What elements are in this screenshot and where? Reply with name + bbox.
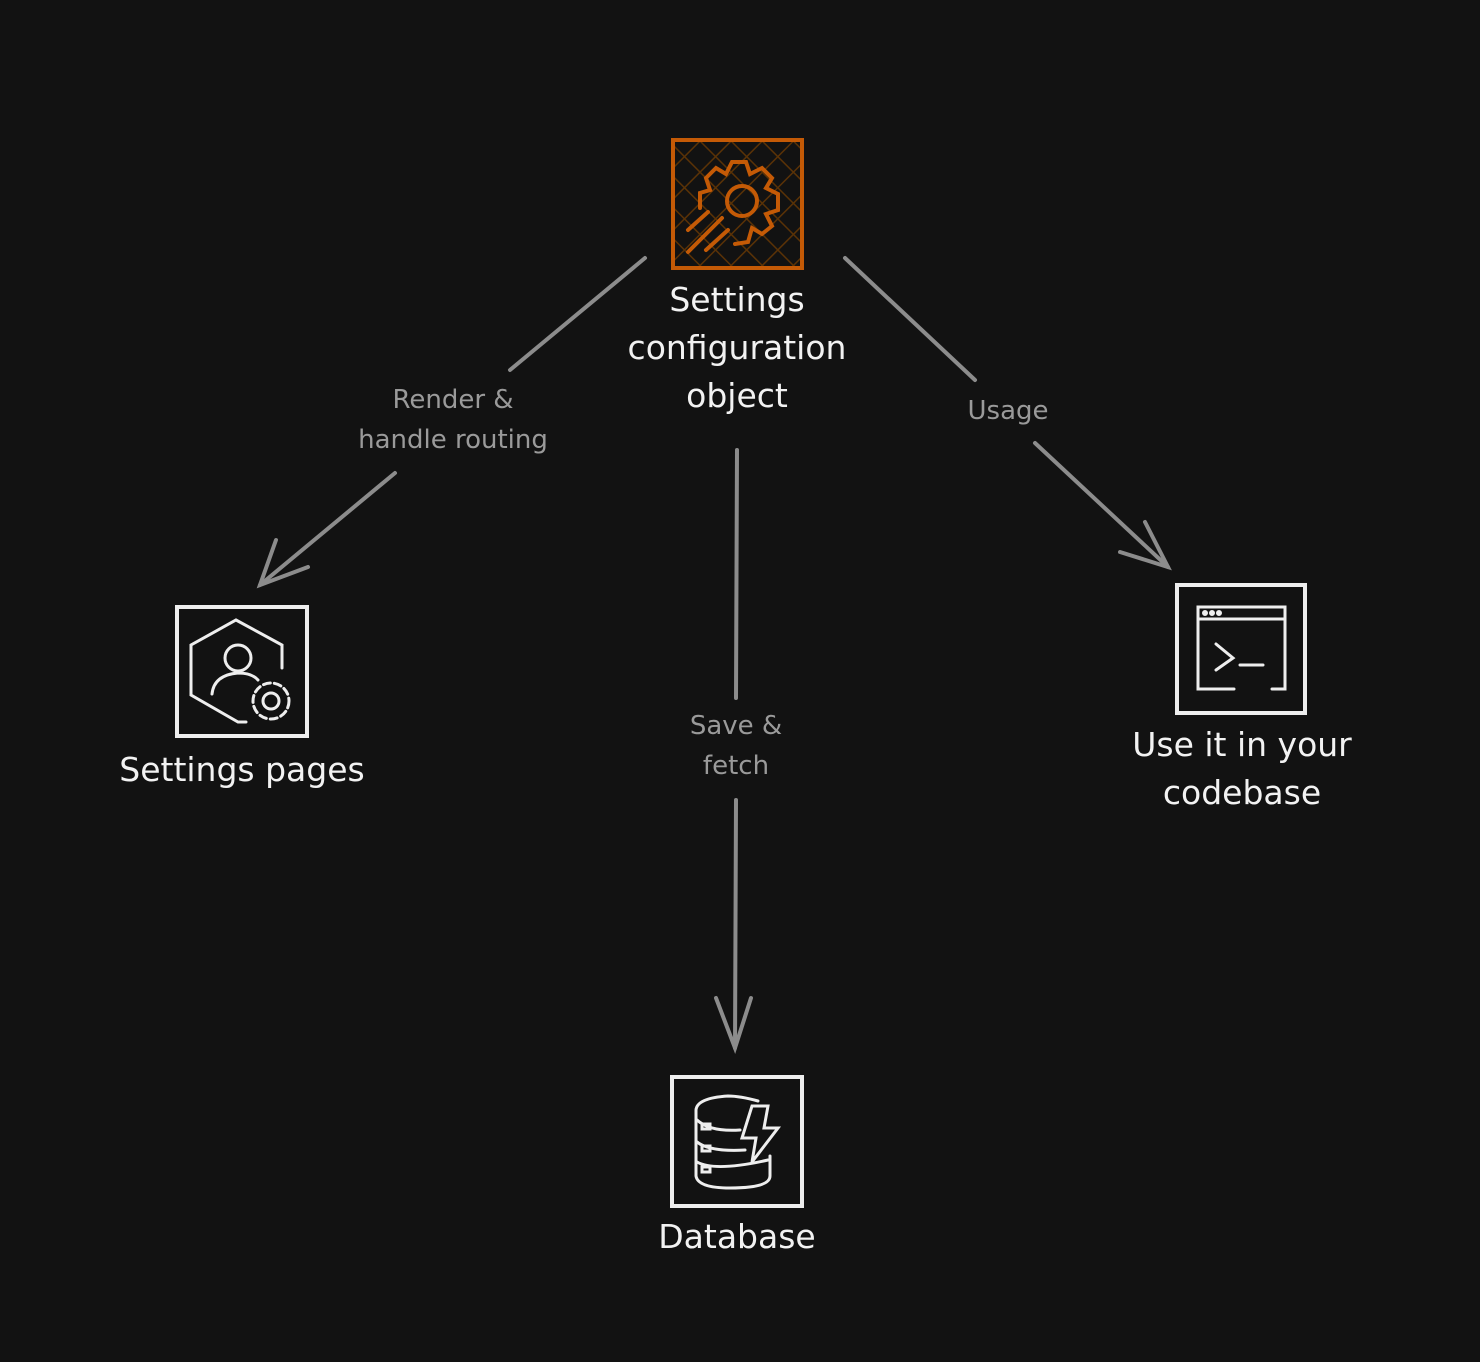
label-line: Save & xyxy=(689,711,783,741)
codebase-node-label: Use it in your codebase xyxy=(1132,721,1352,817)
arrowhead-icon xyxy=(1118,520,1172,571)
arrowhead-icon xyxy=(256,538,310,589)
edge-usage xyxy=(843,256,1172,571)
edge-save xyxy=(714,448,753,1055)
label-line: object xyxy=(686,376,788,415)
user-settings-icon[interactable] xyxy=(175,605,309,738)
save-edge-label: Save & fetch xyxy=(690,706,782,786)
label-line: Settings xyxy=(669,280,805,319)
arrowhead-icon xyxy=(714,996,753,1055)
terminal-icon[interactable] xyxy=(1175,583,1307,715)
label-line: fetch xyxy=(702,751,770,781)
label-line: codebase xyxy=(1162,773,1322,812)
config-node-label: Settings configuration object xyxy=(628,276,847,420)
pages-node-label: Settings pages xyxy=(119,750,365,789)
label-line: Render & xyxy=(392,385,514,415)
edge-render xyxy=(256,256,647,589)
usage-edge-label: Usage xyxy=(967,396,1049,426)
gear-speed-icon[interactable] xyxy=(671,138,804,270)
database-bolt-icon[interactable] xyxy=(670,1075,804,1208)
database-node-label: Database xyxy=(658,1217,816,1256)
label-line: handle routing xyxy=(358,425,548,455)
render-edge-label: Render & handle routing xyxy=(358,380,548,460)
label-line: Use it in your xyxy=(1132,725,1352,764)
label-line: configuration xyxy=(627,328,847,367)
